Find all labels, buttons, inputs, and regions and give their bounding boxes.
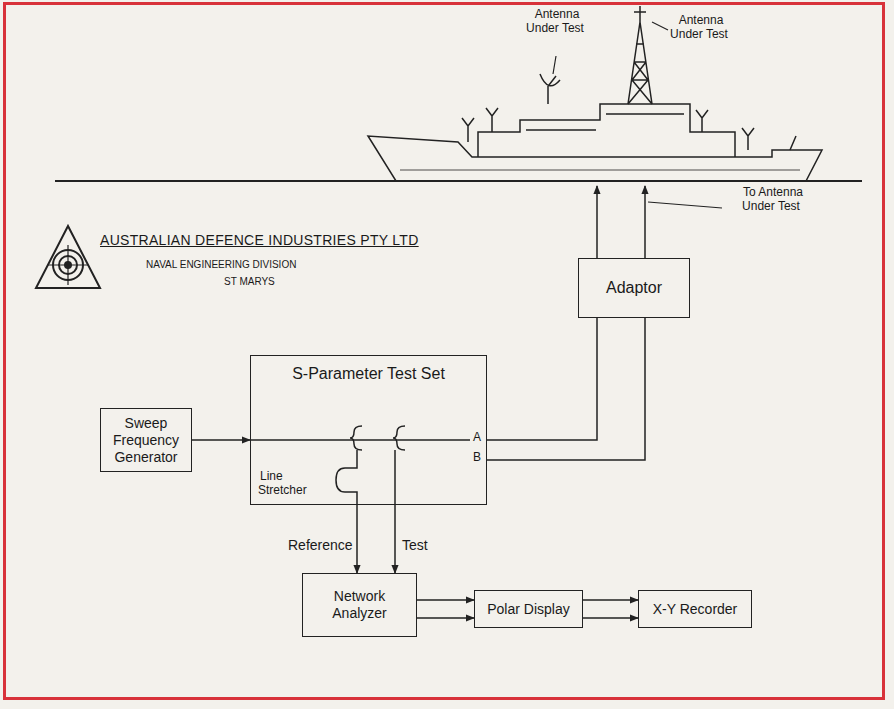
edge-label: Test (400, 537, 440, 553)
coupler (393, 426, 405, 450)
label-text: B (471, 450, 483, 464)
signal-connector (417, 617, 474, 619)
waterline (55, 180, 862, 182)
label-text: AUSTRALIAN DEFENCE INDUSTRIES PTY LTD (98, 232, 421, 248)
signal-connector (583, 599, 638, 601)
leader-lines (553, 22, 722, 208)
bridge-windows (526, 114, 684, 130)
label-text: ST MARYS (222, 276, 277, 287)
process-box: X-Y Recorder (638, 590, 752, 628)
callout-label: To Antenna Under Test (724, 186, 820, 214)
process-box: Sweep Frequency Generator (100, 408, 192, 472)
test-line (394, 450, 396, 505)
leader-line (648, 202, 722, 208)
label-text: Antenna Under Test (526, 7, 586, 35)
label-text: Line Stretcher (258, 469, 309, 497)
callout-label: Antenna Under Test (668, 14, 732, 42)
container-box: S-Parameter Test Set (250, 355, 487, 505)
box-text: Sweep Frequency Generator (109, 415, 183, 465)
signal-connector (417, 599, 474, 601)
process-box: Network Analyzer (302, 573, 417, 637)
division-name: NAVAL ENGINEERING DIVISION (144, 259, 374, 271)
ship-hull (368, 136, 822, 181)
edge-label-text: Reference (286, 537, 355, 553)
whip-antenna (462, 108, 796, 150)
feed-line (644, 186, 646, 258)
port-name: B (470, 451, 484, 465)
deck-rail (400, 170, 800, 171)
box-text: Adaptor (606, 278, 662, 297)
leader-line (553, 56, 556, 74)
box-text: S-Parameter Test Set (292, 364, 445, 383)
port-name: A (470, 431, 484, 445)
company-logo (36, 226, 100, 288)
leader-line (652, 22, 668, 30)
company-name: AUSTRALIAN DEFENCE INDUSTRIES PTY LTD (98, 232, 458, 248)
box-text: Polar Display (487, 601, 569, 618)
ship (368, 6, 822, 181)
superstructure (478, 104, 735, 157)
edge-label-text: Test (400, 537, 430, 553)
label-text: NAVAL ENGINEERING DIVISION (144, 259, 298, 270)
process-box: Polar Display (474, 590, 583, 628)
edge-label: Reference (286, 537, 352, 553)
box-text: X-Y Recorder (653, 601, 738, 618)
dish-antenna (540, 74, 560, 104)
page-frame (3, 2, 885, 700)
coupler (350, 426, 362, 450)
callout-label: Antenna Under Test (524, 8, 588, 36)
signal-connector (583, 617, 638, 619)
signal-connector (356, 505, 358, 573)
through-line (250, 439, 470, 441)
label-text: To Antenna Under Test (741, 185, 803, 213)
signal-connector (487, 318, 597, 440)
label-text: A (471, 430, 483, 444)
process-box: Adaptor (578, 258, 690, 318)
part-name: Line Stretcher (258, 470, 328, 498)
box-text: Network Analyzer (311, 588, 408, 622)
feed-line (596, 186, 598, 258)
signal-connector (487, 318, 645, 460)
line-stretcher (336, 450, 357, 505)
feed-lines (597, 186, 645, 258)
test-set-internals (250, 426, 470, 505)
label-text: Antenna Under Test (670, 13, 730, 41)
lattice-mast (628, 6, 652, 104)
signal-connector (394, 505, 396, 573)
site-name: ST MARYS (222, 276, 312, 288)
signal-connector (192, 439, 250, 441)
logo-cross (48, 245, 88, 285)
logo-triangle (36, 226, 100, 288)
